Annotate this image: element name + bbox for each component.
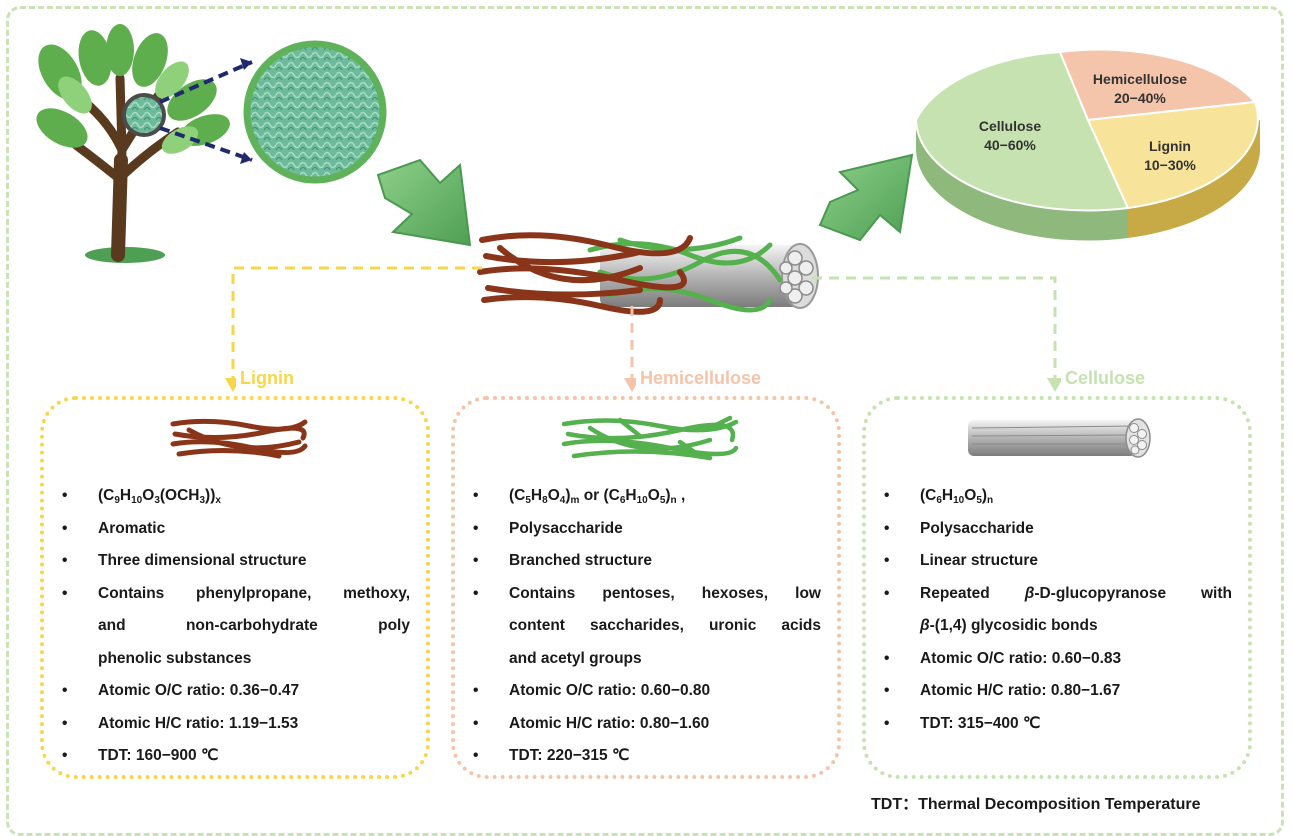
lignin-formula: (C9H10O3(OCH3))x xyxy=(44,480,426,513)
magnifier-spot xyxy=(122,93,166,137)
lignin-item: Three dimensional structure xyxy=(44,545,426,578)
cellulose-item: Atomic H/C ratio: 0.80−1.67 xyxy=(866,675,1248,708)
lignin-fiber-icon xyxy=(170,418,308,459)
cellulose-property-list: (C6H10O5)n Polysaccharide Linear structu… xyxy=(866,480,1248,740)
hemicellulose-panel: (C5H8O4)m or (C6H10O5)n , Polysaccharide… xyxy=(451,396,841,779)
pie-label-hemicellulose: Hemicellulose 20−40% xyxy=(1092,71,1188,106)
hemicellulose-fiber-icon xyxy=(561,415,739,461)
biomass-illustration xyxy=(36,24,1260,392)
lignin-item-continued: phenolic substances xyxy=(98,649,252,667)
lignin-item: Aromatic xyxy=(44,513,426,546)
cellulose-item: TDT: 315−400 ℃ xyxy=(866,708,1248,741)
lignin-item: Atomic H/C ratio: 1.19−1.53 xyxy=(44,708,426,741)
hemicellulose-item-continued: content saccharides, uronic acids xyxy=(509,617,821,634)
pie-label-cellulose: Cellulose 40−60% xyxy=(978,118,1042,153)
hemicellulose-item: Branched structure xyxy=(455,545,837,578)
lignin-property-list: (C9H10O3(OCH3))x Aromatic Three dimensio… xyxy=(44,480,426,773)
diagram-canvas: Cellulose 40−60% Hemicellulose 20−40% Li… xyxy=(0,0,1292,812)
hemicellulose-item: TDT: 220−315 ℃ xyxy=(455,740,837,773)
hemicellulose-formula: (C5H8O4)m or (C6H10O5)n , xyxy=(455,480,837,513)
tree-icon xyxy=(36,24,230,263)
lignin-item: TDT: 160−900 ℃ xyxy=(44,740,426,773)
composition-pie-chart xyxy=(914,48,1260,241)
lignocellulose-bundle-icon xyxy=(477,232,819,315)
lignin-panel-title: Lignin xyxy=(236,368,298,389)
cellulose-item-continued: β-(1,4) glycosidic bonds xyxy=(920,617,1098,634)
arrow-to-fiber-icon xyxy=(376,158,472,247)
cellulose-panel: (C6H10O5)n Polysaccharide Linear structu… xyxy=(862,396,1252,779)
cellulose-fiber-icon xyxy=(968,418,1151,458)
cell-closeup xyxy=(243,40,387,184)
hemicellulose-item: Polysaccharide xyxy=(455,513,837,546)
cellulose-item: Atomic O/C ratio: 0.60−0.83 xyxy=(866,643,1248,676)
cellulose-item: Polysaccharide xyxy=(866,513,1248,546)
hemicellulose-item: Atomic O/C ratio: 0.60−0.80 xyxy=(455,675,837,708)
lignin-item-continued: and non-carbohydrate poly xyxy=(98,617,410,634)
arrow-to-pie-icon xyxy=(818,153,914,242)
cellulose-connector xyxy=(812,276,1057,380)
cellulose-panel-title: Cellulose xyxy=(1061,368,1150,389)
lignin-connector xyxy=(231,266,482,380)
hemicellulose-item: Atomic H/C ratio: 0.80−1.60 xyxy=(455,708,837,741)
lignin-item: Contains phenylpropane, methoxy, xyxy=(44,578,426,611)
hemicellulose-item-continued: and acetyl groups xyxy=(509,649,642,667)
hemicellulose-property-list: (C5H8O4)m or (C6H10O5)n , Polysaccharide… xyxy=(455,480,837,773)
cellulose-item: Repeated β-D-glucopyranose with xyxy=(866,578,1248,611)
lignin-panel: (C9H10O3(OCH3))x Aromatic Three dimensio… xyxy=(40,396,430,779)
pie-label-lignin: Lignin 10−30% xyxy=(1144,138,1196,173)
hemicellulose-item: Contains pentoses, hexoses, low xyxy=(455,578,837,611)
cellulose-formula: (C6H10O5)n xyxy=(866,480,1248,513)
cellulose-item: Linear structure xyxy=(866,545,1248,578)
tdt-footnote: TDT：Thermal Decomposition Temperature xyxy=(871,796,1201,813)
hemicellulose-panel-title: Hemicellulose xyxy=(636,368,766,389)
lignin-item: Atomic O/C ratio: 0.36−0.47 xyxy=(44,675,426,708)
